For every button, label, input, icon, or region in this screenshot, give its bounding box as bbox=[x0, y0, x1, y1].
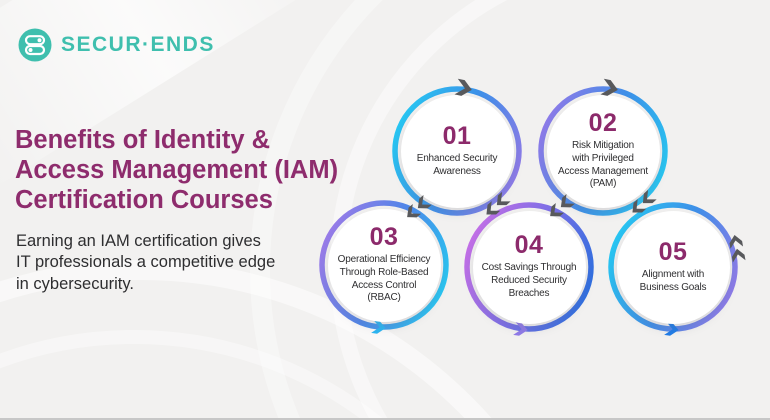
step-disc: 05 Alignment with Business Goals bbox=[616, 210, 730, 324]
brand-logo: SECUR·ENDS bbox=[18, 28, 215, 62]
step-label: Enhanced Security Awareness bbox=[416, 152, 498, 177]
step-node-04: 04 Cost Savings Through Reduced Security… bbox=[454, 192, 604, 342]
flow-arrowhead-icon bbox=[664, 321, 679, 336]
intro-text: Earning an IAM certification gives IT pr… bbox=[16, 232, 276, 293]
brand-name: SECUR·ENDS bbox=[61, 33, 215, 56]
step-node-05: 05 Alignment with Business Goals bbox=[598, 192, 748, 342]
step-label: Risk Mitigation with Privileged Access M… bbox=[558, 139, 648, 190]
flow-arrowhead-icon bbox=[371, 319, 386, 334]
ring-arc bbox=[608, 202, 738, 336]
ring-arc bbox=[319, 200, 449, 334]
step-disc: 03 Operational Efficiency Through Role-B… bbox=[327, 208, 441, 322]
step-node-02: 02 Risk Mitigation with Privileged Acces… bbox=[528, 76, 678, 226]
step-node-03: 03 Operational Efficiency Through Role-B… bbox=[309, 190, 459, 340]
step-disc: 01 Enhanced Security Awareness bbox=[400, 94, 514, 208]
step-disc: 02 Risk Mitigation with Privileged Acces… bbox=[546, 94, 660, 208]
step-label: Operational Efficiency Through Role-Base… bbox=[337, 253, 431, 304]
step-disc: 04 Cost Savings Through Reduced Security… bbox=[472, 210, 586, 324]
step-number: 03 bbox=[369, 222, 399, 251]
step-label: Cost Savings Through Reduced Security Br… bbox=[481, 262, 577, 299]
ring-arc bbox=[464, 202, 594, 336]
step-label: Alignment with Business Goals bbox=[639, 268, 707, 293]
step-number: 05 bbox=[658, 237, 688, 266]
step-number: 02 bbox=[588, 108, 618, 137]
securends-logo-icon bbox=[18, 28, 52, 62]
page-title: Benefits of Identity & Access Management… bbox=[15, 126, 339, 214]
step-number: 01 bbox=[442, 121, 472, 150]
flow-arrowhead-icon bbox=[513, 321, 528, 336]
step-node-01: 01 Enhanced Security Awareness bbox=[382, 76, 532, 226]
step-number: 04 bbox=[514, 231, 544, 260]
